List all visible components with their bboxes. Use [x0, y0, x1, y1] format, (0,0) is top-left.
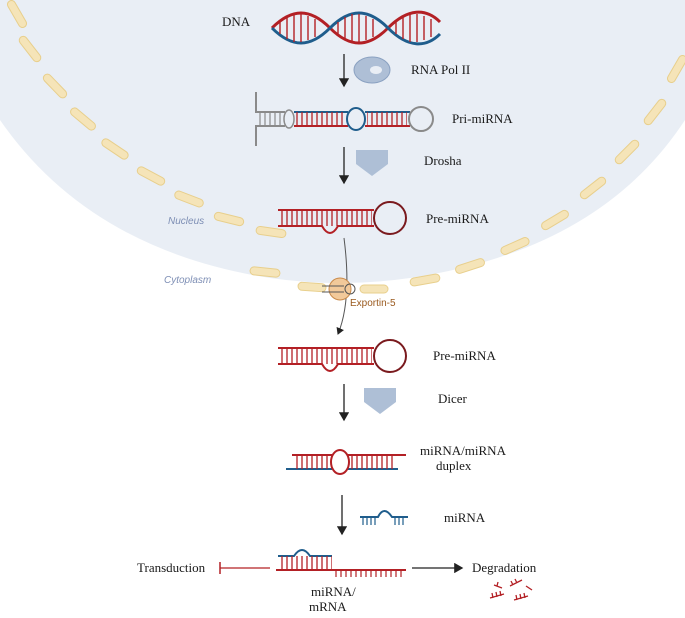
dicer-enzyme-icon — [364, 388, 396, 414]
rna-pol-label: RNA Pol II — [411, 62, 470, 77]
nucleus-label: Nucleus — [168, 216, 204, 227]
nucleus-region — [0, 0, 685, 294]
drosha-enzyme-icon — [356, 150, 388, 176]
exportin-5-icon — [322, 277, 356, 301]
pri-mirna-label: Pri-miRNA — [452, 111, 513, 126]
pre-mirna-cytoplasm-structure — [278, 339, 407, 373]
pre-mirna-nucleus-label: Pre-miRNA — [426, 211, 489, 226]
transduction-label: Transduction — [137, 560, 206, 575]
cytoplasm-label: Cytoplasm — [164, 275, 211, 286]
mirna-mrna-complex — [276, 549, 406, 577]
mirna-mrna-label-line2: mRNA — [309, 599, 347, 614]
pre-mirna-cytoplasm-label: Pre-miRNA — [433, 348, 496, 363]
mirna-label: miRNA — [444, 510, 486, 525]
dna-helix — [270, 10, 442, 46]
duplex-label-line1: miRNA/miRNA — [420, 443, 507, 458]
rna-pol-ii-icon — [353, 56, 391, 84]
duplex-label-line2: duplex — [436, 458, 472, 473]
pre-mirna-nucleus-structure — [278, 201, 407, 235]
mirna-mrna-label-line1: miRNA/ — [311, 584, 356, 599]
pri-mirna-structure — [255, 92, 434, 146]
mirna-duplex-structure — [286, 449, 406, 475]
exportin-label: Exportin-5 — [350, 298, 396, 309]
drosha-label: Drosha — [424, 153, 462, 168]
degraded-fragments-icon — [489, 578, 533, 601]
dicer-label: Dicer — [438, 391, 468, 406]
dna-label: DNA — [222, 14, 251, 29]
degradation-label: Degradation — [472, 560, 537, 575]
nuclear-envelope — [7, 0, 685, 294]
mature-mirna-structure — [360, 510, 408, 525]
